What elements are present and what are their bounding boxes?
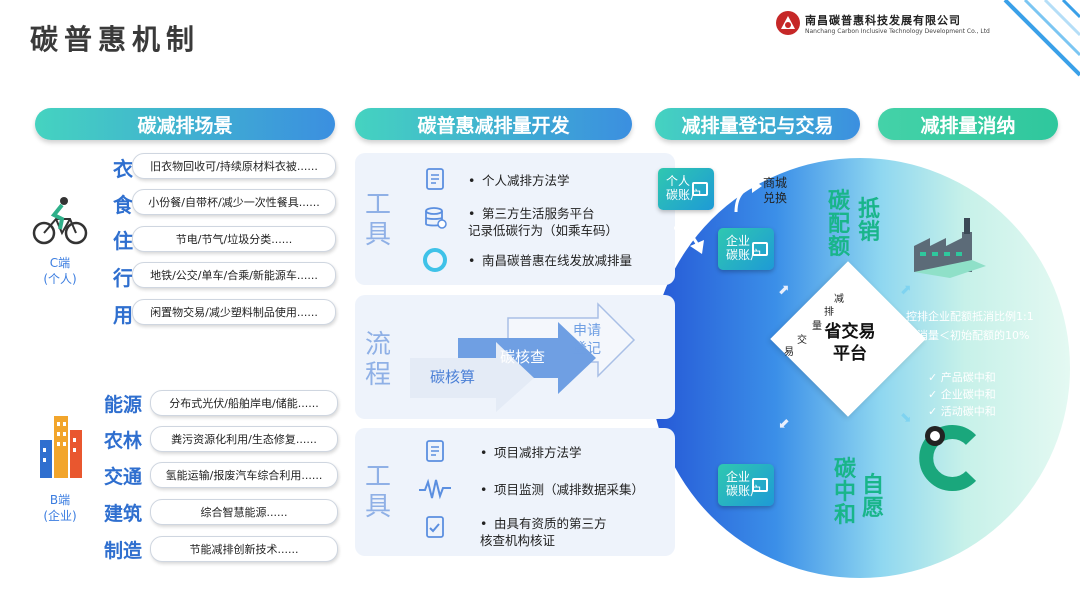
category-building: 建筑	[103, 503, 142, 525]
dashed-arrow-icon: ⬋	[778, 416, 790, 432]
tools-panel-bottom	[355, 428, 675, 556]
offset-limit-text: 抵消量＜初始配额的10%	[906, 329, 1030, 342]
corner-stripes-decoration	[1003, 0, 1080, 77]
provincial-trading-platform: 省交易 平台	[824, 322, 876, 364]
scenario-pill: 地铁/公交/单车/合乘/新能源车......	[132, 262, 336, 288]
category-housing: 住	[113, 229, 133, 253]
neutral-item: ✓ 活动碳中和	[928, 405, 996, 418]
curved-arrow-icon	[734, 179, 762, 213]
voluntary-label: 自愿	[862, 473, 885, 521]
scenario-pill: 粪污资源化利用/生态修复......	[150, 426, 338, 452]
document-icon	[426, 168, 444, 190]
database-icon	[425, 207, 447, 229]
tool-bullet: •南昌碳普惠在线发放减排量	[468, 253, 633, 268]
category-travel: 行	[113, 266, 133, 290]
neutral-item: ✓ 企业碳中和	[928, 388, 996, 401]
wallet-icon	[752, 242, 768, 256]
company-carbon-account-bottom: 企业 碳账户	[718, 464, 774, 506]
tools-panel-top	[355, 153, 675, 285]
buildings-icon	[40, 416, 82, 478]
neutral-item: ✓ 产品碳中和	[928, 371, 996, 384]
scenario-pill: 旧衣物回收可/持续原材料衣被......	[132, 153, 336, 179]
scenario-pill: 闲置物交易/减少塑料制品使用......	[132, 299, 336, 325]
carbon-logo-icon	[919, 425, 977, 491]
header-scenarios: 碳减排场景	[35, 108, 335, 140]
scenario-pill: 综合智慧能源......	[150, 499, 338, 525]
dashed-arrow-icon: ⬈	[900, 282, 912, 298]
category-usage: 用	[113, 303, 133, 327]
category-food: 食	[113, 193, 133, 217]
step-accounting: 碳核算	[430, 368, 476, 386]
company-carbon-account-top: 企业 碳账户	[718, 228, 774, 270]
company-logo: 南昌碳普惠科技发展有限公司 Nanchang Carbon Inclusive …	[775, 10, 990, 42]
header-development: 碳普惠减排量开发	[355, 108, 632, 140]
tool-bullet: •项目减排方法学	[480, 445, 582, 460]
tool-bullet: •由具有资质的第三方 核查机构核证	[480, 516, 607, 548]
scenario-pill: 节能减排创新技术......	[150, 536, 338, 562]
category-clothing: 衣	[113, 157, 133, 181]
diag-char: 减	[834, 294, 844, 305]
tools-label: 工具	[365, 190, 392, 250]
company-name-cn: 南昌碳普惠科技发展有限公司	[805, 14, 961, 27]
cyclist-icon	[32, 197, 88, 245]
checklist-icon	[426, 516, 444, 538]
carbon-neutral-label: 碳中和	[834, 457, 857, 528]
document-icon	[426, 440, 444, 462]
tool-bullet: •个人减排方法学	[468, 173, 570, 188]
step-verification: 碳核查	[500, 348, 546, 366]
scenario-pill: 氢能运输/报废汽车综合利用......	[150, 462, 338, 488]
personal-carbon-account: 个人 碳账户	[658, 168, 714, 210]
curved-arrow-icon	[673, 226, 704, 254]
wallet-icon	[752, 478, 768, 492]
company-name-en: Nanchang Carbon Inclusive Technology Dev…	[805, 28, 990, 35]
dashed-arrow-icon: ⬊	[900, 410, 912, 426]
diag-char: 易	[784, 347, 794, 358]
diag-char: 交	[797, 335, 807, 346]
process-label: 流程	[365, 330, 392, 390]
factory-icon	[914, 218, 986, 278]
header-registration: 减排量登记与交易	[655, 108, 860, 140]
step-registration: 申请 登记	[573, 323, 601, 357]
scenario-pill: 节电/节气/垃圾分类......	[132, 226, 336, 252]
category-energy: 能源	[103, 394, 142, 416]
process-arrows	[410, 302, 636, 412]
scenario-pill: 小份餐/自带杯/减少一次性餐具......	[132, 189, 336, 215]
b-side-label: B端 (企业)	[43, 493, 77, 523]
category-manufacturing: 制造	[103, 540, 142, 562]
category-transport: 交通	[103, 466, 142, 488]
tool-bullet: •第三方生活服务平台 记录低碳行为（如乘车码）	[468, 206, 619, 238]
tools-label: 工具	[365, 462, 392, 522]
header-consumption: 减排量消纳	[878, 108, 1058, 140]
waveform-icon	[419, 478, 451, 500]
mall-exchange-label: 商城 兑换	[763, 176, 788, 205]
diag-char: 排	[824, 307, 834, 318]
cloud-icon	[423, 248, 447, 272]
dashed-arrow-icon: ⬈	[778, 282, 790, 298]
page-title: 碳普惠机制	[30, 23, 201, 56]
carbon-quota-label: 碳配额	[828, 189, 851, 260]
offset-ratio-text: 控排企业配额抵消比例1:1	[906, 310, 1034, 323]
c-side-label: C端 (个人)	[43, 256, 77, 286]
tool-bullet: •项目监测（减排数据采集）	[480, 482, 645, 497]
diag-char: 量	[812, 321, 822, 332]
category-agriculture: 农林	[103, 430, 142, 452]
logo-mark-icon	[776, 11, 800, 35]
wallet-icon	[692, 182, 708, 196]
offset-label: 抵销	[858, 197, 881, 245]
scenario-pill: 分布式光伏/船舶岸电/储能......	[150, 390, 338, 416]
